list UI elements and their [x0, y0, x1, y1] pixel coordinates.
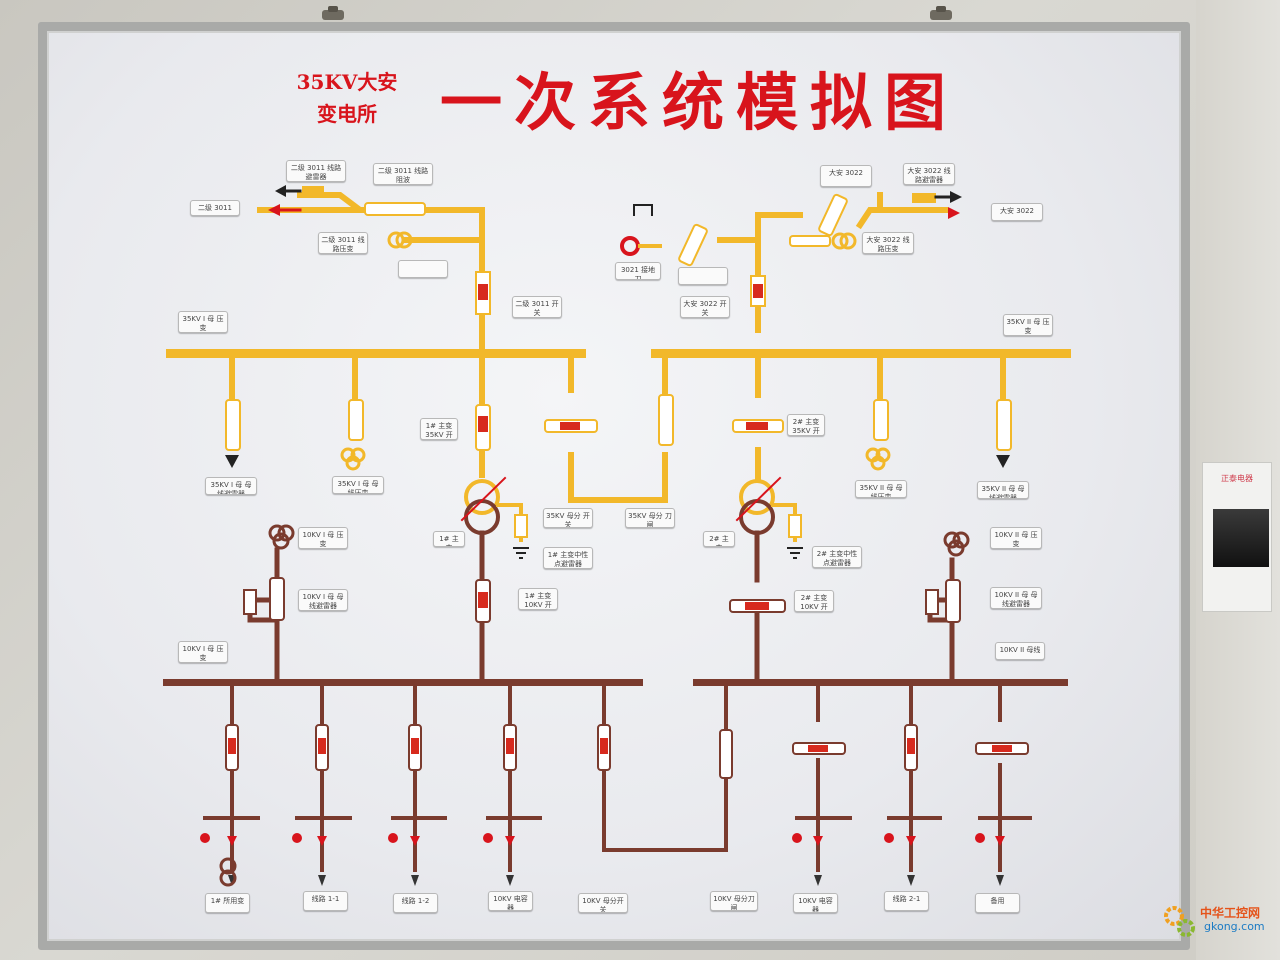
transformer-2: [735, 476, 803, 559]
bus35-devices: [225, 394, 1012, 471]
watermark-en: gkong.com: [1204, 920, 1265, 933]
feeders-10kv: [203, 684, 1032, 872]
label-tag: 2# 主变 10KV 开关: [794, 590, 834, 612]
bus10-devices: [243, 524, 970, 623]
bus-35kv-left: [166, 349, 586, 358]
label-tag: 10KV 母分开关: [578, 893, 628, 913]
label-tag: 线路 2-1: [884, 891, 929, 911]
label-tag: 大安 3022 开关: [680, 296, 730, 318]
label-tag: 35KV 母分 刀闸: [625, 508, 675, 528]
page-title: 一次系统模拟图: [440, 66, 959, 139]
watermark: 中华工控网 gkong.com: [1160, 902, 1280, 942]
label-tag: 35KV II 母 压变: [1003, 314, 1053, 336]
label-tag: 10KV II 母 压变: [990, 527, 1042, 549]
label-tag: 10KV I 母 压变: [178, 641, 228, 663]
label-tag: [398, 260, 448, 278]
label-tag: 10KV 电容器: [793, 893, 838, 913]
bus-10kv-right: [693, 679, 1068, 686]
label-tag: 二级 3011 线路阻波: [373, 163, 433, 185]
incoming-line-right-devices: [620, 191, 962, 307]
feeder-breakers: [225, 724, 1029, 779]
label-tag: 10KV II 母 母线避雷器: [990, 587, 1042, 609]
hanger-icon: [930, 6, 952, 20]
label-tag: 大安 3022 线路避雷器: [903, 163, 955, 185]
label-tag: 1# 主变 10KV 开关: [518, 588, 558, 610]
label-tag: 二级 3011: [190, 200, 240, 216]
feeder-arrows: [228, 875, 1004, 886]
transformer-1: [460, 476, 529, 559]
gear-icon: [1164, 906, 1195, 937]
label-tag: 35KV I 母 母线避雷器: [205, 477, 257, 495]
label-tag: 10KV 电容器: [488, 891, 533, 911]
label-tag: 3021 接地刀: [615, 262, 661, 280]
label-tag: 二级 3011 开关: [512, 296, 562, 318]
label-tag: 二级 3011 线路压变: [318, 232, 368, 254]
device-logo: 正泰电器: [1221, 474, 1253, 483]
watermark-cn: 中华工控网: [1200, 906, 1261, 920]
hanger-icon: [322, 6, 344, 20]
substation-line2: 变电所: [317, 102, 377, 126]
label-tag: 35KV I 母 母线压变: [332, 476, 384, 494]
label-tag: 1# 所用变: [205, 893, 250, 913]
feeder-terminals: [200, 833, 1005, 846]
label-tag: 35KV II 母 母线压变: [855, 480, 907, 498]
label-tag: 大安 3022: [820, 165, 872, 187]
label-tag: 大安 3022: [991, 203, 1043, 221]
label-tag: 线路 1-1: [303, 891, 348, 911]
label-tag: 35KV 母分 开关: [543, 508, 593, 528]
incoming-line-left-devices: [268, 185, 491, 315]
substation-name: 35KV大安 变电所: [282, 66, 412, 130]
incoming-line-left: [257, 192, 485, 353]
label-tag: 2# 主变中性点避雷器: [812, 546, 862, 568]
label-tag: 二级 3011 线路避雷器: [286, 160, 346, 182]
label-tag: [678, 267, 728, 285]
label-tag: 备用: [975, 893, 1020, 913]
bus-10kv-left: [163, 679, 643, 686]
label-tag: 线路 1-2: [393, 893, 438, 913]
label-tag: 2# 主变 35KV 开关: [787, 414, 825, 436]
bus-35kv-right: [651, 349, 1071, 358]
label-tag: 1# 主变 35KV 开关: [420, 418, 458, 440]
label-tag: 10KV I 母 母线避雷器: [298, 589, 348, 611]
wall-device-box: 正泰电器: [1202, 462, 1272, 612]
label-tag: 大安 3022 线路压变: [862, 232, 914, 254]
label-tag: 2# 主变: [703, 531, 735, 547]
label-tag: 10KV I 母 压变: [298, 527, 348, 549]
aux-transformer: [219, 857, 237, 887]
device-window: [1213, 509, 1269, 567]
label-tag: 35KV I 母 压变: [178, 311, 228, 333]
label-tag: 35KV II 母 母线避雷器: [977, 481, 1029, 499]
substation-line1: 35KV大安: [296, 70, 398, 94]
label-tag: 1# 主变中性点避雷器: [543, 547, 593, 569]
label-tag: 10KV II 母线: [995, 642, 1045, 660]
label-tag: 10KV 母分刀闸: [710, 891, 758, 911]
label-tag: 1# 主变: [433, 531, 465, 547]
